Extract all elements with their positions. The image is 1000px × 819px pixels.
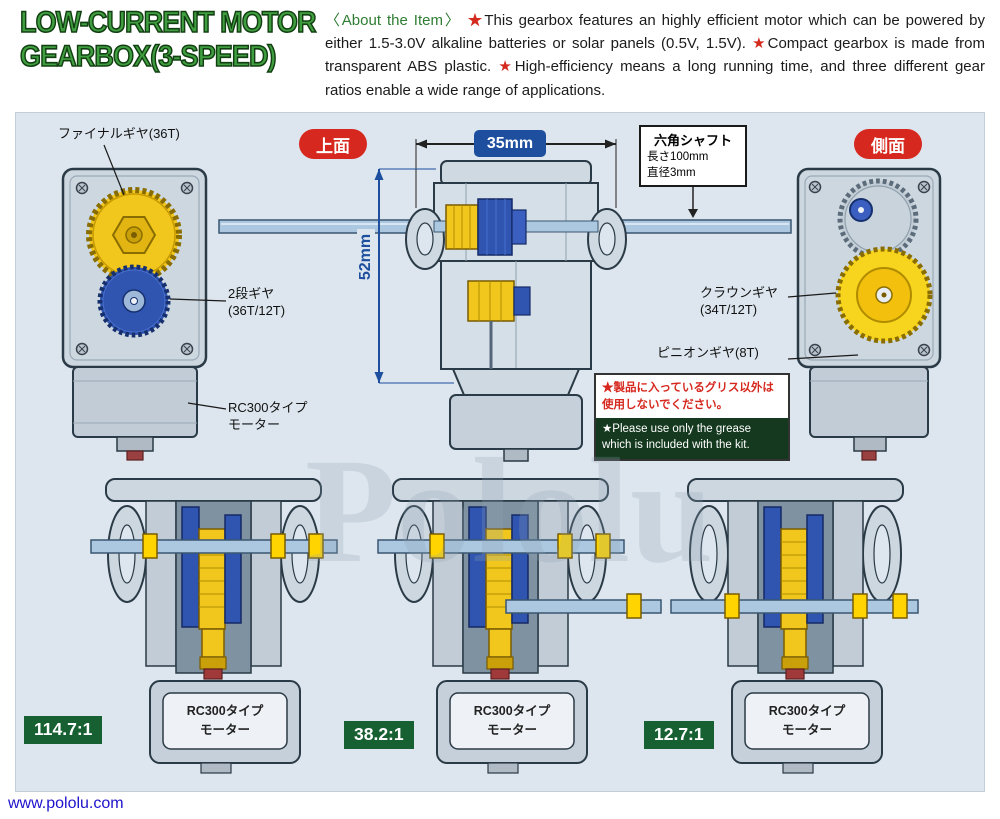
front-view <box>61 167 208 461</box>
side-view <box>796 167 942 461</box>
grease-note-jp-line2: 使用しないでください。 <box>602 399 729 412</box>
grease-note-en-line1: ★Please use only the grease <box>602 422 752 435</box>
width-dim-badge: 35mm <box>474 130 546 157</box>
label-final-gear: ファイナルギヤ(36T) <box>58 126 180 141</box>
label-two-stage-gear: 2段ギヤ (36T/12T) <box>228 286 285 320</box>
height-dimension <box>374 168 454 384</box>
top-view-lower-gears <box>467 280 531 369</box>
label-motor-left-line1: RC300タイプ <box>228 400 308 415</box>
hex-shaft-note-box: 六角シャフト 長さ100mm 直径3mm <box>639 125 747 188</box>
ratio-badge-12: 12.7:1 <box>644 721 714 749</box>
motor-plaque-3-line2: モーター <box>781 723 832 738</box>
side-view-badge: 側面 <box>854 129 922 159</box>
motor-plaque-2-line2: モーター <box>486 723 537 738</box>
label-crown-gear: クラウンギヤ (34T/12T) <box>700 285 778 319</box>
grease-note-jp-line1: ★製品に入っているグリス以外は <box>602 382 774 394</box>
product-title-line2: GEARBOX(3-SPEED) <box>19 39 277 74</box>
label-motor-left: RC300タイプ モーター <box>228 400 307 434</box>
product-title: LOW-CURRENT MOTOR GEARBOX(3-SPEED) <box>19 5 330 74</box>
motor-plaque-1: RC300タイプ モーター <box>163 702 287 741</box>
about-text-1: This gearbox features an highly efficien… <box>325 12 986 53</box>
product-title-line1: LOW-CURRENT MOTOR <box>19 5 317 40</box>
label-pinion-gear: ピニオンギヤ(8T) <box>657 345 759 360</box>
motor-plaque-3-line1: RC300タイプ <box>768 704 846 718</box>
ratio-badge-38: 38.2:1 <box>344 721 414 749</box>
gearbox-diagram-art <box>61 139 942 774</box>
about-heading: 〈About the Item〉 <box>325 12 468 29</box>
footer-url-link[interactable]: www.pololu.com <box>8 795 124 812</box>
ratio-badge-114: 114.7:1 <box>24 716 103 744</box>
motor-plaque-1-line1: RC300タイプ <box>186 704 264 718</box>
grease-note-en-line2: which is included with the kit. <box>602 439 750 452</box>
label-motor-left-line2: モーター <box>228 416 281 432</box>
label-two-stage-gear-line1: 2段ギヤ <box>228 286 275 301</box>
about-paragraph: 〈About the Item〉 ★This gearbox features … <box>325 9 985 102</box>
label-crown-gear-line1: クラウンギヤ <box>700 285 779 300</box>
top-view-upper-gears <box>445 198 527 256</box>
star-bullet: ★ <box>752 35 768 53</box>
star-bullet: ★ <box>467 12 485 29</box>
hex-shaft-title: 六角シャフト <box>653 133 732 148</box>
hex-shaft-length: 長さ100mm <box>647 151 709 163</box>
grease-note-box: ★製品に入っているグリス以外は 使用しないでください。 ★Please use … <box>594 373 790 461</box>
motor-plaque-2: RC300タイプ モーター <box>450 702 574 741</box>
label-crown-gear-line2: (34T/12T) <box>700 301 758 317</box>
hex-shaft-pointer <box>688 187 698 218</box>
top-view-badge: 上面 <box>299 129 367 159</box>
motor-plaque-2-line1: RC300タイプ <box>473 704 551 718</box>
cross-section-shafts <box>90 533 919 619</box>
hex-shaft-diameter: 直径3mm <box>647 167 696 180</box>
label-two-stage-gear-line2: (36T/12T) <box>228 302 286 318</box>
about-text-3: High-efficiency means a long running tim… <box>325 58 985 99</box>
motor-plaque-1-line2: モーター <box>199 723 250 738</box>
star-bullet: ★ <box>498 58 515 76</box>
motor-plaque-3: RC300タイプ モーター <box>745 702 869 741</box>
height-dim-label: 52mm <box>357 229 375 285</box>
about-text-2: Compact gearbox is made from transparent… <box>325 35 985 76</box>
diagram-canvas <box>15 112 985 792</box>
leader-lines <box>103 144 859 410</box>
